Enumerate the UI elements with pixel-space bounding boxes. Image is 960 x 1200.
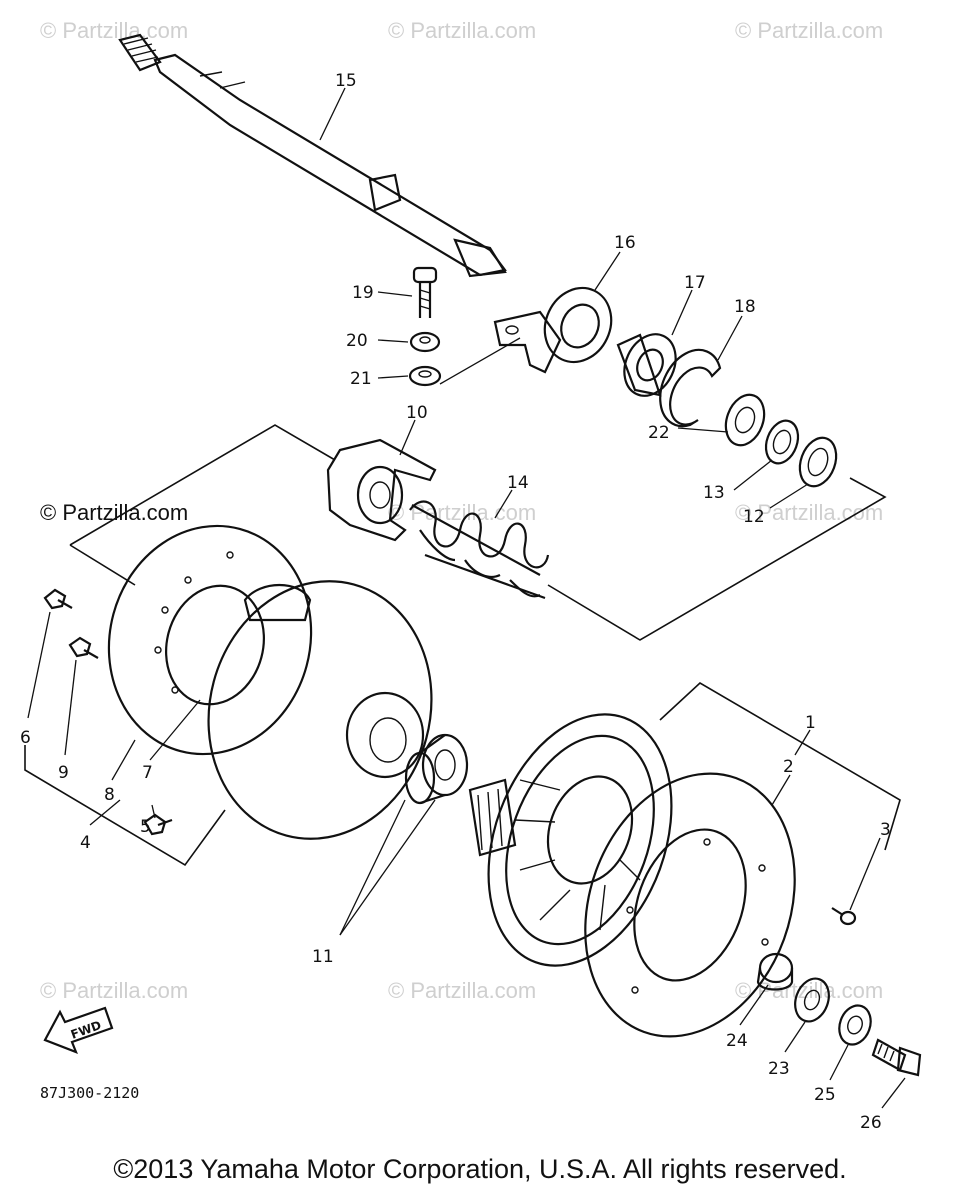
leader-25 <box>829 1044 849 1081</box>
leader-16 <box>594 251 621 291</box>
washer-25-part <box>838 1004 872 1046</box>
callout-3: 3 <box>880 820 891 840</box>
leader-5 <box>151 804 156 819</box>
leader-9 <box>64 659 77 756</box>
bolt-26-part <box>871 1038 922 1077</box>
leader-23 <box>784 1021 806 1053</box>
leader-19 <box>377 291 413 297</box>
leader-13 <box>733 459 773 491</box>
washer-part <box>409 331 441 353</box>
callout-4: 4 <box>80 833 91 853</box>
leader-7 <box>149 699 201 761</box>
group-bracket-upper-left <box>69 424 336 546</box>
leader-24 <box>739 984 769 1026</box>
callout-7: 7 <box>142 763 153 783</box>
leader-12 <box>769 483 809 509</box>
bolt-9-part <box>68 636 99 659</box>
callout-19: 19 <box>352 283 374 303</box>
callout-6: 6 <box>20 728 31 748</box>
leader-4 <box>89 799 121 826</box>
callout-18: 18 <box>734 297 756 317</box>
leader-17 <box>671 289 693 336</box>
callout-21: 21 <box>350 369 372 389</box>
watermark-mid-left: © Partzilla.com <box>40 500 188 525</box>
leader-14 <box>494 489 513 519</box>
callout-24: 24 <box>726 1031 748 1051</box>
bearing-part <box>616 333 677 397</box>
leader-22 <box>677 427 729 433</box>
primary-sheave-part <box>468 713 673 967</box>
callout-22: 22 <box>648 423 670 443</box>
watermark-bottom-left: © Partzilla.com <box>40 978 188 1003</box>
bolt-5-part <box>143 813 173 836</box>
shaft-part <box>118 33 507 278</box>
bolt-6-part <box>43 588 73 610</box>
washer-12-part <box>798 436 838 488</box>
callout-11: 11 <box>312 947 334 967</box>
leader-6 <box>27 611 51 719</box>
fwd-label: FWD <box>69 1018 103 1042</box>
bearing-housing-part <box>493 286 613 374</box>
leader-18 <box>717 315 743 361</box>
bolt-part <box>412 266 438 318</box>
callout-13: 13 <box>703 483 725 503</box>
leader-1 <box>794 729 811 756</box>
leader-15 <box>319 87 346 141</box>
leader-10 <box>399 419 416 456</box>
callout-15: 15 <box>335 71 357 91</box>
callout-2: 2 <box>783 757 794 777</box>
callout-10: 10 <box>406 403 428 423</box>
callout-20: 20 <box>346 331 368 351</box>
leader-20 <box>377 339 409 343</box>
callout-17: 17 <box>684 273 706 293</box>
circlip-13-part <box>764 419 800 465</box>
group-bracket-1 <box>659 682 901 851</box>
forward-arrow-icon <box>43 1006 114 1054</box>
callout-12: 12 <box>743 507 765 527</box>
leader-2 <box>771 774 791 806</box>
spring-part <box>409 500 550 600</box>
copyright-notice: ©2013 Yamaha Motor Corporation, U.S.A. A… <box>113 1154 847 1184</box>
cover-plate-part <box>584 772 796 1038</box>
callout-9: 9 <box>58 763 69 783</box>
bushing-part <box>404 733 469 805</box>
diagram-code: 87J300-2120 <box>40 1084 139 1102</box>
callout-16: 16 <box>614 233 636 253</box>
callout-26: 26 <box>860 1113 882 1133</box>
leader-8 <box>111 739 136 781</box>
callout-23: 23 <box>768 1059 790 1079</box>
watermark-top-right: © Partzilla.com <box>735 18 883 43</box>
washer-23-part <box>794 977 830 1023</box>
leader-26 <box>881 1077 906 1109</box>
leader-11b <box>339 799 436 936</box>
callout-1: 1 <box>805 713 816 733</box>
cam-part <box>326 438 437 542</box>
leader-11a <box>339 799 406 936</box>
watermark-top-left: © Partzilla.com <box>40 18 188 43</box>
leader-21 <box>377 375 409 379</box>
washer-22-part <box>724 393 766 447</box>
group-bracket-4 <box>24 745 226 867</box>
leader-3 <box>849 837 881 911</box>
callout-25: 25 <box>814 1085 836 1105</box>
callout-8: 8 <box>104 785 115 805</box>
spacer-24-part <box>756 952 794 991</box>
watermark-top-center: © Partzilla.com <box>388 18 536 43</box>
circlip-part <box>659 348 722 428</box>
secondary-sheave-part <box>107 524 433 840</box>
screw-3-part <box>831 907 857 926</box>
nut-part <box>408 365 442 387</box>
callout-14: 14 <box>507 473 529 493</box>
group-bracket-left-drop <box>69 544 136 586</box>
watermark-bottom-right: © Partzilla.com <box>735 978 883 1003</box>
group-bracket-upper-right <box>547 477 887 641</box>
callout-5: 5 <box>140 817 151 837</box>
watermark-bottom-center: © Partzilla.com <box>388 978 536 1003</box>
